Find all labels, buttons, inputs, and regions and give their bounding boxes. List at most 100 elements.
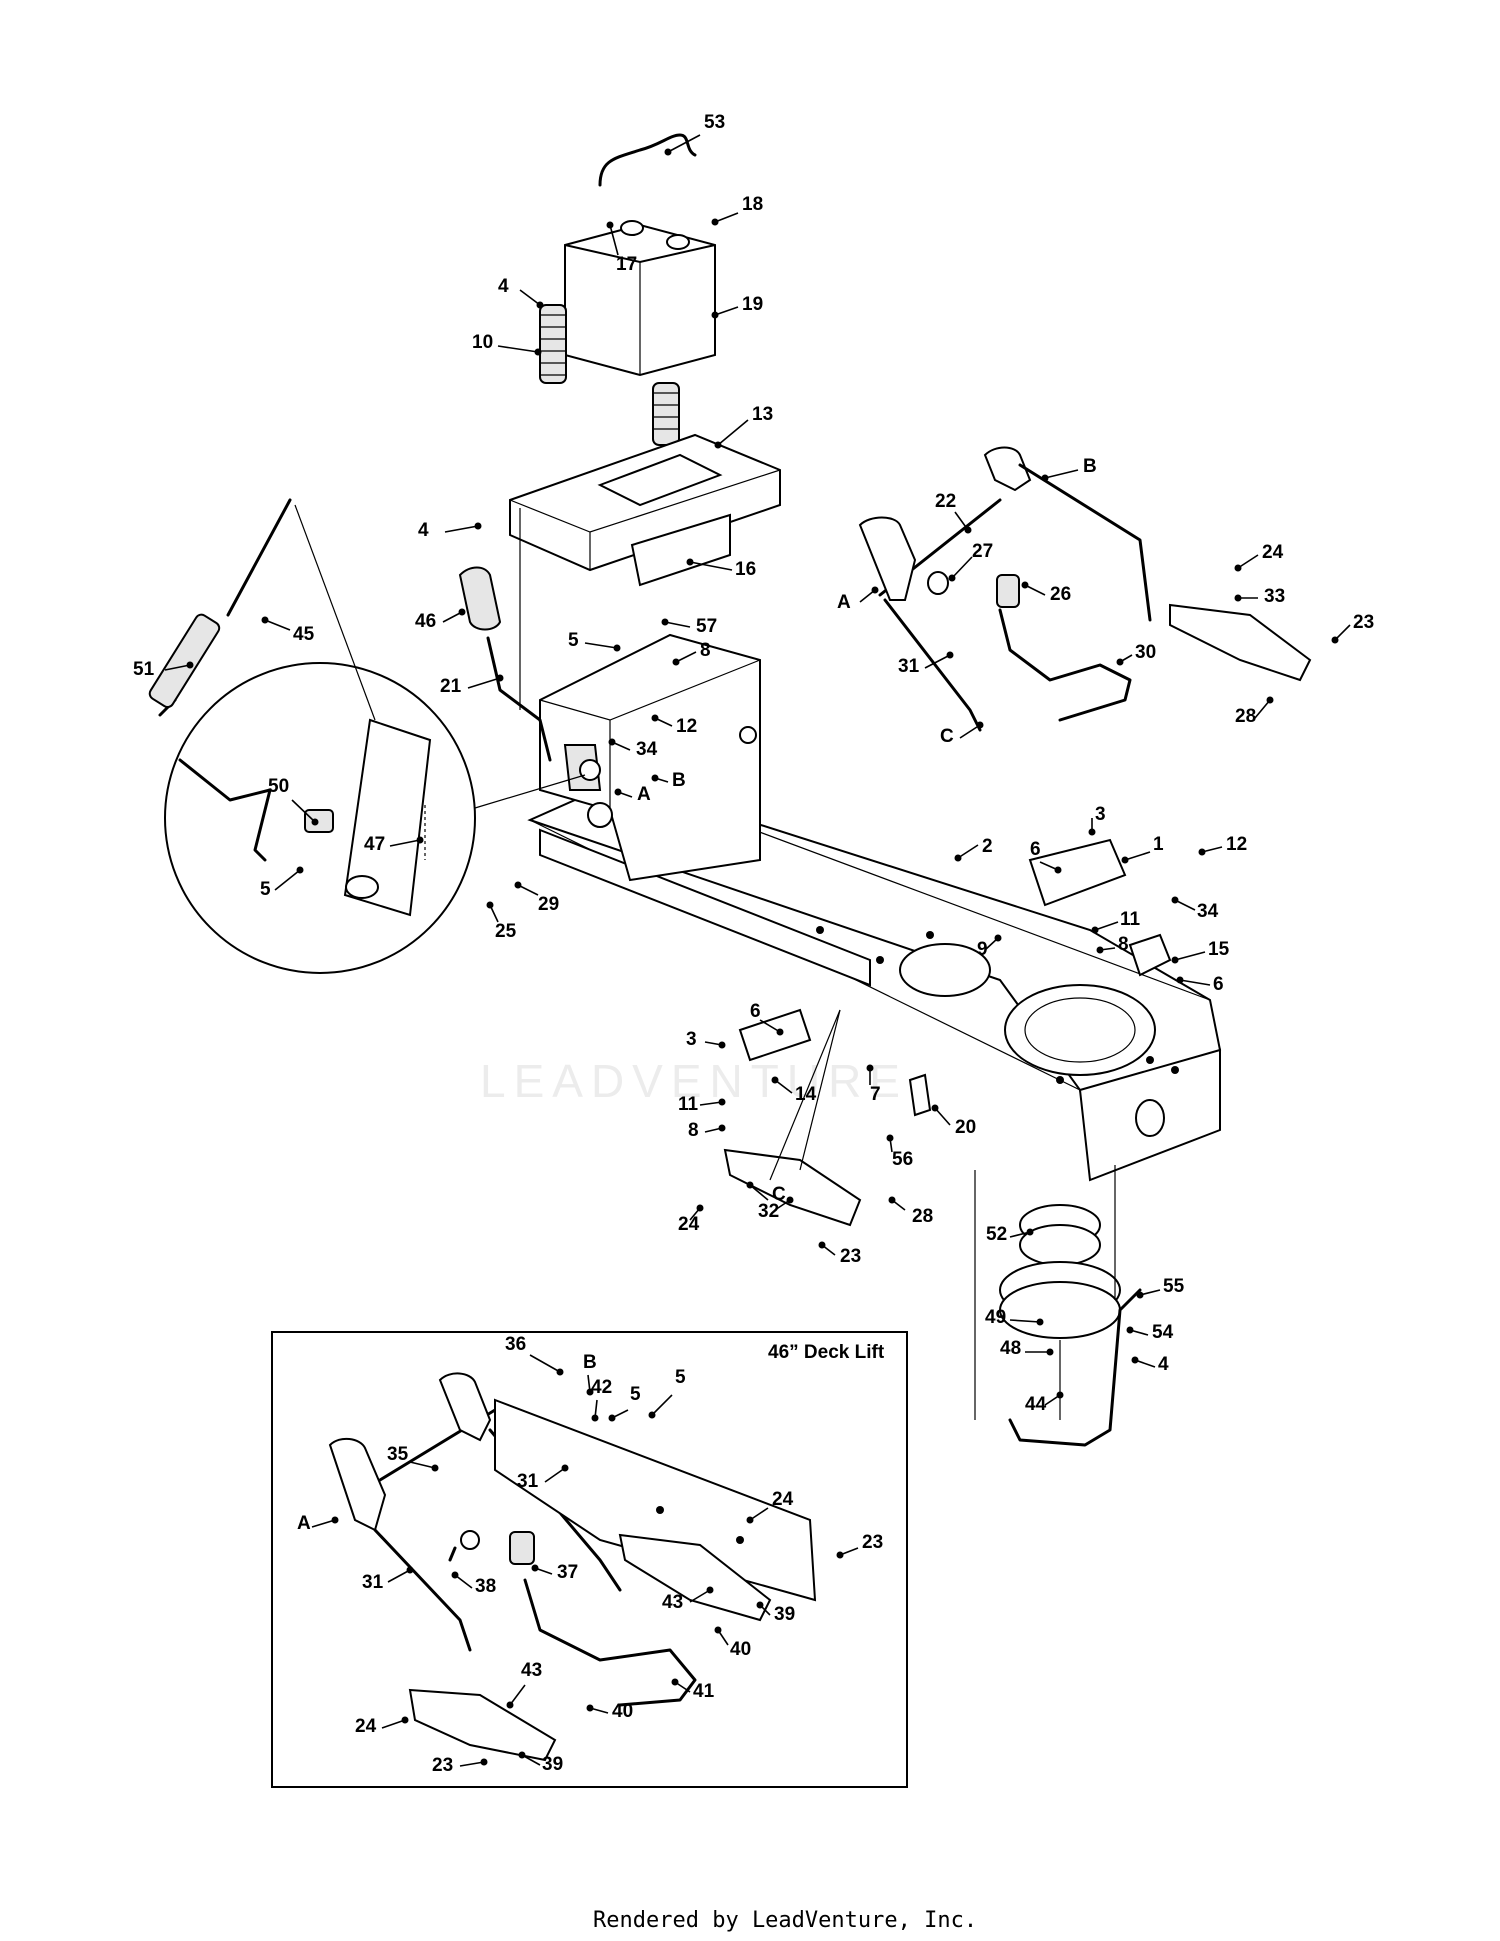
leader-line-c14 <box>774 1079 793 1094</box>
leader-line-c1 <box>1124 851 1151 861</box>
leader-dot-c27 <box>948 574 956 582</box>
callout-c27: 27 <box>972 541 993 562</box>
leader-line-c50 <box>291 799 316 823</box>
leader-dot-c39a <box>756 1601 764 1609</box>
callout-c24b: 24 <box>678 1214 700 1235</box>
leader-dot-c44 <box>1056 1391 1064 1399</box>
leader-dot-c20 <box>931 1104 939 1112</box>
leader-dot-c43b <box>506 1701 514 1709</box>
callout-c31b: 31 <box>517 1471 539 1492</box>
leader-dot-c11b <box>718 1098 726 1106</box>
leader-dot-c28b <box>888 1196 896 1204</box>
callout-c8c: 8 <box>688 1120 699 1141</box>
leader-line-c5a <box>584 642 618 649</box>
leader-line-c6c <box>759 1019 781 1033</box>
pulley-assembly <box>999 1204 1121 1420</box>
callout-c22: 22 <box>935 491 956 512</box>
leader-line-c26 <box>1024 584 1046 596</box>
callout-c52: 52 <box>986 1224 1007 1245</box>
leader-dot-cAa <box>614 788 622 796</box>
leader-dot-c8c <box>718 1124 726 1132</box>
leader-dot-c57 <box>661 618 669 626</box>
leader-line-c24c <box>749 1507 769 1521</box>
callout-c13: 13 <box>752 404 773 425</box>
callout-cAb: A <box>837 592 851 613</box>
leader-dot-c14 <box>771 1076 779 1084</box>
leader-line-c10 <box>497 345 539 353</box>
leader-dot-c15 <box>1171 956 1179 964</box>
callout-c34b: 34 <box>1197 901 1219 922</box>
leader-line-c19 <box>714 306 739 316</box>
callout-cAc: A <box>297 1513 311 1534</box>
leader-dot-c10 <box>534 348 542 356</box>
battery-spring-right <box>652 382 680 446</box>
callout-c6a: 6 <box>1030 839 1041 860</box>
leader-dot-c40a <box>714 1626 722 1634</box>
leader-dot-c5a <box>613 644 621 652</box>
callout-c20: 20 <box>955 1117 976 1138</box>
detail-circle <box>164 662 586 974</box>
leader-dot-c8b <box>1096 946 1104 954</box>
leader-dot-c29 <box>514 881 522 889</box>
callout-c45: 45 <box>293 624 315 645</box>
callout-labels: 5318174191013416465578211234BA4551504752… <box>133 112 1374 1776</box>
callout-cBa: B <box>672 770 686 791</box>
leader-line-cCb <box>749 1184 769 1201</box>
leader-line-c17 <box>609 224 619 256</box>
inset-title: 46” Deck Lift <box>768 1342 885 1363</box>
callout-c40b: 40 <box>612 1701 633 1722</box>
leader-line-c51 <box>164 664 191 671</box>
leader-dot-c26 <box>1021 581 1029 589</box>
callout-c21: 21 <box>440 676 462 697</box>
leader-line-c24d <box>381 1719 406 1729</box>
callout-c23c: 23 <box>862 1532 883 1553</box>
leader-dot-c31b <box>561 1464 569 1472</box>
callout-c25: 25 <box>495 921 517 942</box>
leader-line-c43b <box>509 1684 526 1706</box>
leader-dot-c7 <box>866 1064 874 1072</box>
leader-line-c11b <box>699 1101 723 1106</box>
callout-c29: 29 <box>538 894 559 915</box>
leader-line-c36 <box>529 1354 561 1373</box>
callout-c31a: 31 <box>898 656 920 677</box>
leader-dot-c3b <box>718 1041 726 1049</box>
leader-dot-c22 <box>964 526 972 534</box>
callout-c42: 42 <box>591 1377 612 1398</box>
leader-line-c4a <box>519 289 541 306</box>
leader-dot-c23b <box>818 1241 826 1249</box>
callout-c23d: 23 <box>432 1755 453 1776</box>
lift-handle <box>996 574 1132 722</box>
leader-line-c8a <box>675 651 697 663</box>
callout-c8a: 8 <box>700 640 711 661</box>
leader-dot-c28a <box>1266 696 1274 704</box>
callout-c9: 9 <box>977 939 988 960</box>
leader-dot-c24b <box>696 1204 704 1212</box>
leader-line-c15 <box>1174 951 1206 961</box>
leader-dot-c38 <box>451 1571 459 1579</box>
lift-spring <box>148 498 376 721</box>
callout-c39b: 39 <box>542 1754 563 1775</box>
leader-dot-c5d <box>648 1411 656 1419</box>
leader-line-c23d <box>459 1761 485 1767</box>
leader-line-c22 <box>954 511 969 531</box>
leader-dot-cAb <box>871 586 879 594</box>
leader-line-c11a <box>1094 921 1119 931</box>
callout-c11b: 11 <box>678 1094 699 1115</box>
inset-spring <box>448 1530 480 1562</box>
callout-c38: 38 <box>475 1576 496 1597</box>
leader-line-c6b <box>1179 979 1211 986</box>
leader-dot-c56 <box>886 1134 894 1142</box>
leader-dot-cBb <box>1041 474 1049 482</box>
leader-dot-c6c <box>776 1028 784 1036</box>
callout-c43a: 43 <box>662 1592 683 1613</box>
callout-c36: 36 <box>505 1334 526 1355</box>
leader-line-c46 <box>442 611 463 623</box>
callout-c12b: 12 <box>1226 834 1247 855</box>
callout-c41: 41 <box>693 1681 715 1702</box>
leader-dot-c13 <box>714 441 722 449</box>
leader-dot-c51 <box>186 661 194 669</box>
callout-c6c: 6 <box>750 1001 761 1022</box>
callout-c57: 57 <box>696 616 717 637</box>
callout-c40a: 40 <box>730 1639 751 1660</box>
leader-dot-c16 <box>686 558 694 566</box>
